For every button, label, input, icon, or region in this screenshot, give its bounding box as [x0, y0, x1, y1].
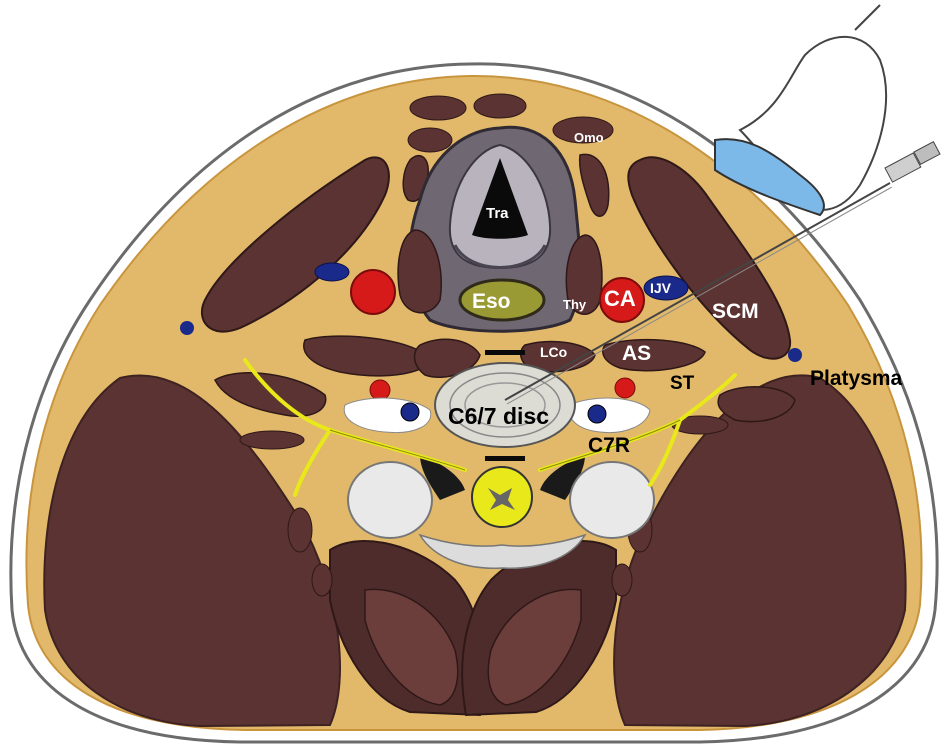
- vertebral-artery-left: [370, 380, 390, 400]
- articular-pillar-left: [348, 462, 432, 538]
- label-omo: Omo: [574, 130, 604, 145]
- label-disc: C6/7 disc: [448, 403, 549, 429]
- vertebral-artery-right: [615, 378, 635, 398]
- external-jugular-vein-right: [788, 348, 802, 362]
- label-thy: Thy: [563, 297, 587, 312]
- label-scm: SCM: [712, 300, 759, 323]
- label-ca: CA: [604, 286, 636, 311]
- small-muscle: [240, 431, 304, 449]
- ultrasound-probe-icon: [715, 5, 886, 215]
- small-muscle: [312, 564, 332, 596]
- vertebral-vein-right: [588, 405, 606, 423]
- strap-muscle: [410, 96, 466, 120]
- strap-muscle: [474, 94, 526, 118]
- small-muscle: [612, 564, 632, 596]
- strap-muscle: [408, 128, 452, 152]
- label-st: ST: [670, 373, 695, 394]
- label-eso: Eso: [472, 290, 511, 313]
- internal-jugular-vein-left: [315, 263, 349, 281]
- articular-pillar-right: [570, 462, 654, 538]
- label-lco: LCo: [540, 344, 567, 360]
- label-tra: Tra: [486, 205, 509, 222]
- label-as: AS: [622, 342, 651, 365]
- small-muscle: [288, 508, 312, 552]
- label-platysma: Platysma: [810, 367, 903, 390]
- disc-posterior-edge: [485, 456, 525, 461]
- external-jugular-vein-left: [180, 321, 194, 335]
- vertebral-vein-left: [401, 403, 419, 421]
- disc-anterior-edge: [485, 350, 525, 355]
- label-c7r: C7R: [588, 434, 630, 457]
- label-ijv: IJV: [650, 280, 672, 296]
- carotid-artery-left: [351, 270, 395, 314]
